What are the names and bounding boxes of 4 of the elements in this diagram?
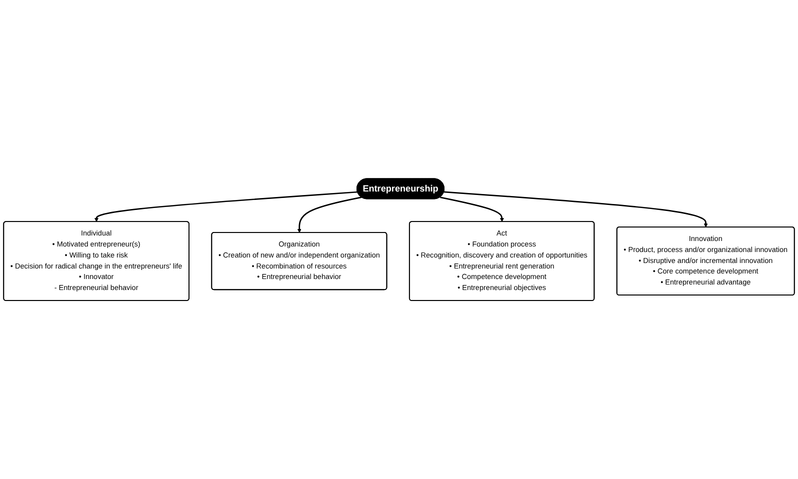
arrow [440,196,504,222]
arrow [444,191,708,228]
arrow [297,196,362,233]
arrow [94,191,358,222]
